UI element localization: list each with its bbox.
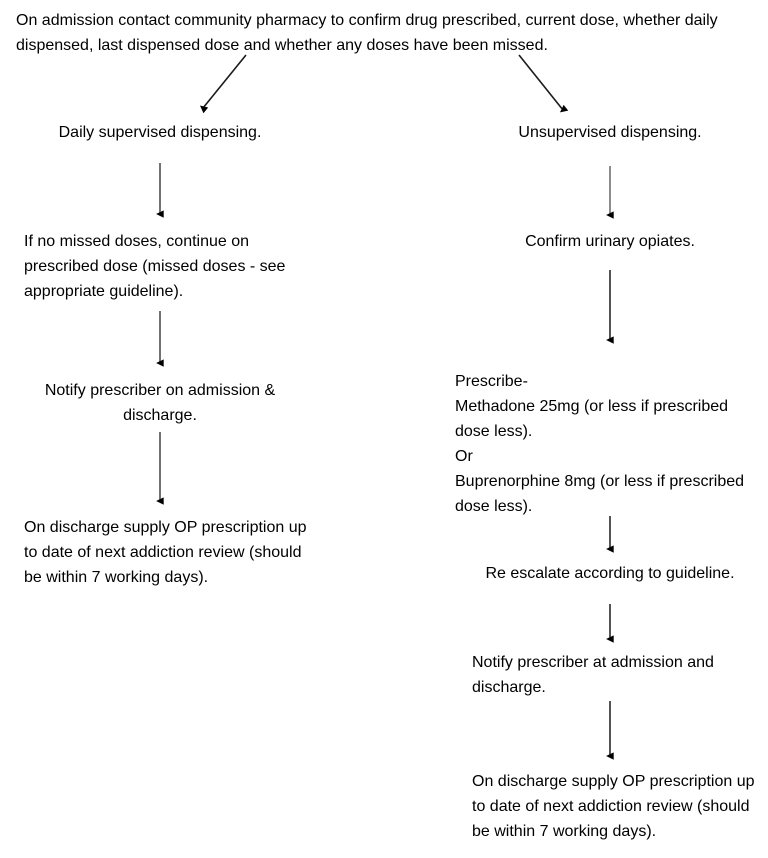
flowchart-node-left-2: If no missed doses, continue on prescrib…: [24, 233, 286, 300]
flowchart-node-right-6: On discharge supply OP prescription up t…: [472, 773, 755, 840]
connector-split-right: [518, 54, 569, 113]
flowchart-node-left-1: Daily supervised dispensing.: [58, 124, 262, 141]
flowchart-node-left-3: Notify prescriber on admission & dischar…: [44, 382, 276, 424]
flowchart-node-right-2: Confirm urinary opiates.: [525, 233, 695, 250]
flowchart-node-right-3: Prescribe- Methadone 25mg (or less if pr…: [455, 373, 745, 515]
flowchart-header-text: On admission contact community pharmacy …: [16, 12, 718, 54]
flowchart-node-left-4: On discharge supply OP prescription up t…: [24, 519, 307, 586]
connector-split-left: [199, 54, 247, 114]
flowchart-node-right-4: Re escalate according to guideline.: [485, 565, 735, 582]
flowchart-node-right-1: Unsupervised dispensing.: [518, 124, 702, 141]
flowchart-node-right-5: Notify prescriber at admission and disch…: [472, 654, 714, 696]
